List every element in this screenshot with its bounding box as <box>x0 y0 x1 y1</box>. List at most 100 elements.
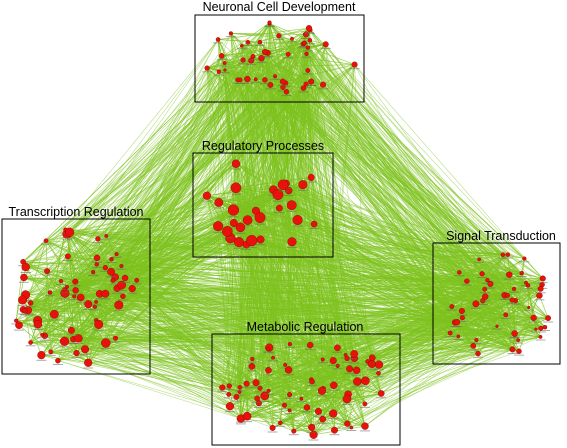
edge <box>69 232 485 290</box>
edge <box>289 380 366 395</box>
edge <box>37 320 79 339</box>
edge <box>106 235 508 255</box>
node-label-mark <box>94 298 105 300</box>
node-label-mark <box>332 368 343 370</box>
edge <box>24 310 31 343</box>
node-label-mark <box>120 281 131 283</box>
node-label-mark <box>277 90 288 92</box>
edge <box>25 79 241 268</box>
node-label-mark <box>242 225 253 227</box>
gene-node <box>202 191 212 200</box>
edge <box>24 293 100 312</box>
edge <box>345 354 382 394</box>
node-label-mark <box>507 303 518 305</box>
gene-node <box>277 420 283 426</box>
gene-node <box>22 308 28 314</box>
node-label-mark <box>317 362 328 364</box>
edge <box>97 238 508 255</box>
gene-node <box>242 215 253 225</box>
node-label-mark <box>66 334 77 336</box>
cluster-box-transcription <box>1 218 151 375</box>
gene-node <box>456 334 461 339</box>
gene-node <box>64 227 75 237</box>
gene-node <box>361 422 369 430</box>
node-label-mark <box>283 57 294 59</box>
cluster-title-signal: Signal Transduction <box>446 229 556 243</box>
gene-node <box>287 408 292 413</box>
edge <box>218 189 274 203</box>
gene-node <box>362 401 368 407</box>
edge <box>454 322 520 352</box>
node-label-mark <box>100 298 111 300</box>
edge <box>236 364 286 398</box>
edge <box>238 207 280 243</box>
edge <box>255 38 293 80</box>
node-label-mark <box>510 336 521 338</box>
edge <box>482 273 528 286</box>
edge <box>268 273 483 371</box>
edge <box>95 301 247 384</box>
node-label-mark <box>59 291 70 293</box>
node-label-mark <box>254 44 265 46</box>
gene-node <box>240 57 246 63</box>
node-label-mark <box>267 431 278 433</box>
edge <box>22 261 119 306</box>
edge <box>310 344 372 365</box>
gene-node <box>310 220 318 228</box>
cluster-box-regulatory <box>192 152 334 258</box>
node-label-mark <box>263 351 274 353</box>
gene-node <box>121 274 129 282</box>
edge <box>115 276 338 367</box>
node-label-mark <box>213 207 224 209</box>
cluster-title-neuronal: Neuronal Cell Development <box>203 0 356 14</box>
gene-node <box>237 77 243 83</box>
node-label-mark <box>256 62 267 64</box>
node-label-mark <box>213 74 224 76</box>
node-label-mark <box>482 282 493 284</box>
node-label-mark <box>273 200 283 202</box>
edge <box>65 229 269 371</box>
gene-node <box>94 262 99 267</box>
node-label-mark <box>259 400 270 402</box>
edge <box>293 427 352 432</box>
gene-node <box>509 346 516 353</box>
edge <box>255 27 310 80</box>
node-label-mark <box>116 290 127 291</box>
node-label-mark <box>263 393 274 395</box>
gene-node <box>302 40 307 46</box>
node-label-mark <box>52 364 63 365</box>
edge <box>105 293 240 393</box>
node-layer <box>11 20 554 441</box>
node-label-mark <box>224 411 235 413</box>
gene-node <box>222 61 227 65</box>
edge <box>490 254 504 285</box>
edge <box>285 42 305 84</box>
node-label-mark <box>201 200 212 202</box>
edge <box>269 23 304 45</box>
node-label-mark <box>474 261 485 263</box>
node-label-mark <box>23 314 34 316</box>
edge <box>291 184 304 242</box>
gene-node <box>457 270 462 275</box>
edge <box>24 310 42 356</box>
node-label-mark <box>70 294 81 296</box>
edge <box>24 235 107 312</box>
node-label-mark <box>59 346 70 348</box>
edge <box>267 52 355 65</box>
edge <box>301 369 357 400</box>
node-label-mark <box>37 337 47 339</box>
node-label-mark <box>246 370 257 372</box>
edge <box>37 280 62 325</box>
gene-node <box>267 82 274 88</box>
edge <box>514 317 549 334</box>
edge <box>66 233 483 275</box>
node-label-mark <box>268 360 278 362</box>
edge <box>274 42 305 77</box>
gene-node <box>265 366 272 374</box>
node-label-mark <box>248 59 258 61</box>
edge <box>313 425 366 436</box>
node-label-mark <box>19 313 30 315</box>
edge <box>80 279 137 298</box>
node-label-mark <box>309 227 320 229</box>
gene-node <box>262 77 268 83</box>
